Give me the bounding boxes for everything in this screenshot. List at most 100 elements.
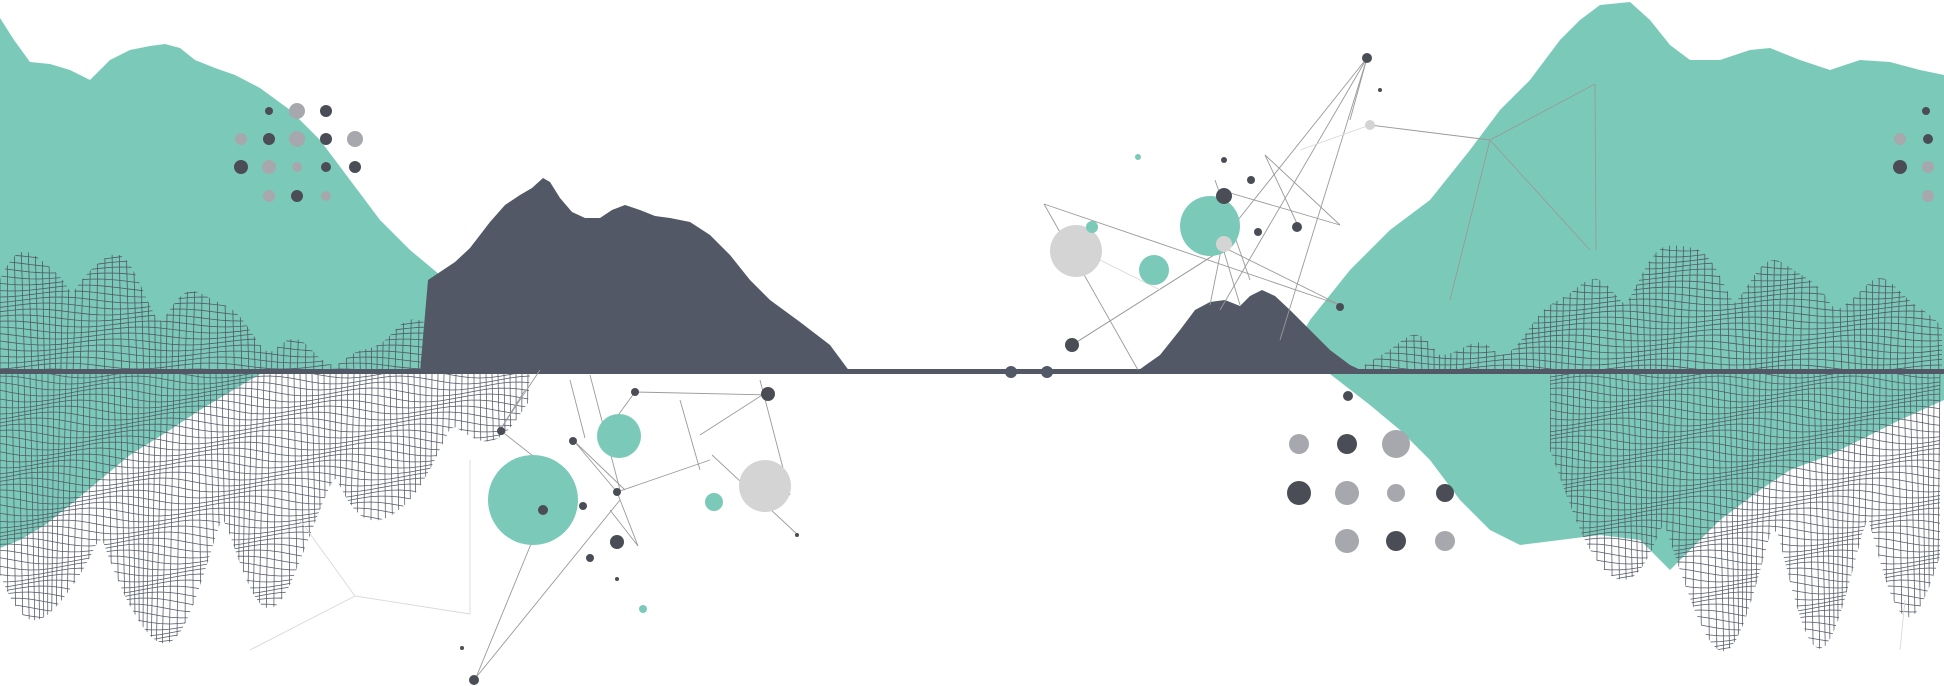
mesh-line: [383, 374, 388, 644]
mesh-line: [0, 561, 530, 571]
mesh-line: [1550, 531, 1941, 541]
dot-grids: [234, 103, 1934, 553]
network-edge: [499, 369, 541, 431]
network-edge: [1264, 154, 1341, 226]
mesh-line: [354, 374, 361, 644]
mesh-line: [1745, 374, 1749, 652]
mesh-line: [131, 374, 136, 644]
mesh-line: [305, 374, 313, 644]
mesh-line: [1927, 374, 1930, 652]
mesh-line: [299, 374, 306, 644]
mesh-line: [1550, 405, 1941, 415]
mesh-line: [0, 350, 570, 358]
network-node: [739, 460, 791, 512]
mesh-line: [0, 597, 530, 607]
mesh-line: [1362, 352, 1943, 360]
grid-dot: [320, 133, 332, 145]
grid-dot: [292, 162, 302, 172]
mesh-line: [0, 393, 530, 403]
network-edge: [1299, 124, 1371, 151]
mesh-line: [265, 374, 271, 644]
mesh-line: [1362, 358, 1943, 366]
mesh-line: [1550, 495, 1941, 505]
mesh-line: [389, 374, 395, 644]
grid-dot: [234, 160, 248, 174]
network-node: [460, 646, 464, 650]
network-edge: [634, 391, 771, 396]
mesh-line: [1915, 374, 1922, 652]
network-edge: [1349, 57, 1368, 121]
network-node: [1216, 236, 1232, 252]
mesh-line: [1550, 627, 1941, 637]
network-node: [497, 427, 505, 435]
grid-dot: [321, 191, 331, 201]
network-edge: [1221, 244, 1241, 306]
mesh-line: [1903, 374, 1911, 652]
mesh-line: [168, 374, 175, 644]
mesh-line: [0, 362, 570, 370]
mesh-line: [432, 374, 439, 644]
mesh-line: [0, 375, 530, 385]
mesh-line: [413, 374, 419, 644]
mesh-line: [0, 411, 530, 421]
mesh-line: [0, 633, 530, 643]
network-node: [1378, 88, 1382, 92]
network-edge: [299, 519, 356, 597]
mesh-line: [395, 374, 403, 644]
network-node: [569, 437, 577, 445]
mesh-line: [1550, 555, 1941, 565]
mesh-line: [0, 579, 530, 589]
grid-dot: [1337, 434, 1357, 454]
mesh-line: [1717, 374, 1725, 652]
mesh-line: [1362, 346, 1943, 354]
mesh-line: [1550, 525, 1941, 535]
mesh-line: [1921, 374, 1927, 652]
mesh-line: [437, 374, 445, 644]
grid-dot: [263, 190, 275, 202]
mesh-line: [0, 387, 530, 397]
network-edge: [616, 459, 711, 493]
network-node: [1343, 391, 1353, 401]
mesh-line: [27, 251, 33, 372]
mesh-line: [1550, 621, 1941, 631]
mesh-line: [146, 374, 151, 644]
grid-dot: [321, 162, 331, 172]
mesh-line: [428, 374, 433, 644]
mesh-line: [246, 374, 253, 644]
mesh-line: [203, 374, 210, 644]
mesh-line: [473, 374, 476, 644]
horizon-dot: [1005, 366, 1017, 378]
mesh-line: [1550, 519, 1941, 529]
network-edge: [1229, 57, 1368, 231]
grid-dot: [1335, 481, 1359, 505]
mesh-line: [1550, 597, 1941, 607]
mesh-line: [401, 374, 409, 644]
mesh-line: [1723, 374, 1731, 652]
network-edge: [1489, 83, 1596, 141]
mesh-line: [0, 423, 530, 433]
network-edge: [1594, 83, 1597, 251]
network-node: [488, 455, 578, 545]
grid-dot: [1435, 531, 1455, 551]
network-node: [1050, 225, 1102, 277]
mesh-line: [1550, 447, 1941, 457]
mesh-line: [1550, 639, 1941, 649]
mesh-line: [1550, 501, 1941, 511]
network-edge: [354, 595, 471, 615]
network-node: [1292, 222, 1302, 232]
mesh-line: [1550, 399, 1941, 409]
mesh-line: [233, 374, 236, 644]
network-edge: [249, 595, 356, 651]
mesh-line: [0, 621, 530, 631]
mesh-line: [1672, 245, 1678, 372]
mesh-line: [176, 374, 181, 644]
mesh-line: [1550, 489, 1941, 499]
grid-dot: [1335, 529, 1359, 553]
mesh-line: [1550, 471, 1941, 481]
mesh-line: [251, 374, 259, 644]
network-node: [705, 493, 723, 511]
grid-dot: [1922, 190, 1934, 202]
grid-dot: [263, 133, 275, 145]
grid-dot: [262, 160, 276, 174]
mesh-line: [142, 374, 145, 644]
